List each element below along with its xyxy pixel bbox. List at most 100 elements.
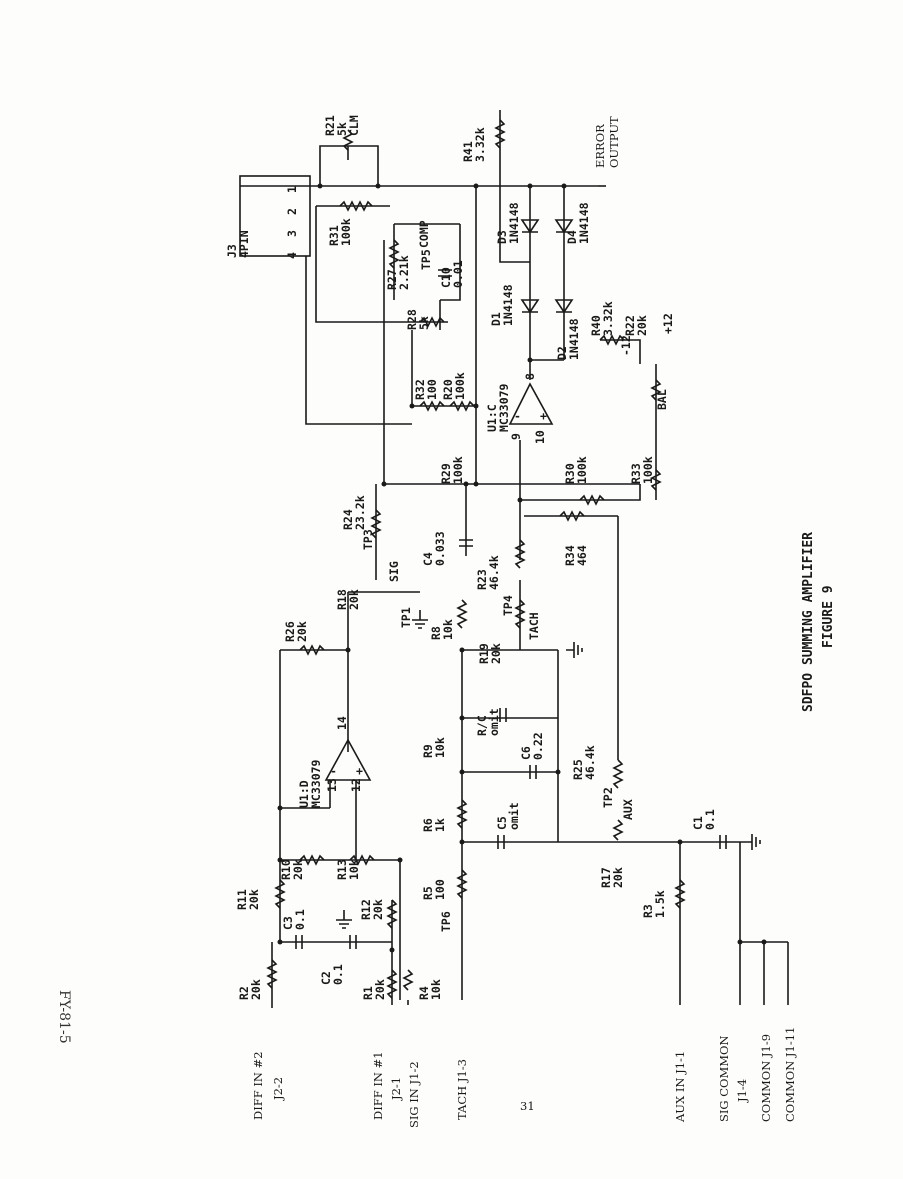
- input-diff2-pin: J2-2: [271, 1077, 285, 1101]
- resistor-value: 20k: [611, 867, 625, 888]
- svg-text:+: +: [356, 764, 363, 778]
- output-label-1: ERROR: [593, 124, 607, 168]
- opamp-u1c: - +: [508, 382, 554, 425]
- schematic-title: SDFPO SUMMING AMPLIFIER: [801, 532, 816, 712]
- test-point-name: BAL: [655, 389, 669, 410]
- test-point-name: COMP: [417, 220, 431, 248]
- test-point-label: TP6: [439, 911, 453, 932]
- resistor-labels: R120kR220kR31.5kR410kR5100R61kR810kR910k…: [235, 115, 667, 1000]
- resistor-value: 100k: [575, 456, 589, 484]
- capacitor-ref: C3: [281, 916, 295, 930]
- capacitor-labels: C10.1C20.1C30.1C40.033C5omitC60.22C100.0…: [281, 260, 717, 985]
- svg-text:-: -: [514, 409, 521, 423]
- opamp-u1d-pin-14: 14: [335, 716, 349, 730]
- resistor-value: 20k: [489, 643, 503, 664]
- pot-end-label: -12: [619, 335, 633, 356]
- resistor-ref: R11: [235, 889, 249, 910]
- resistor-ref: R26: [283, 621, 297, 642]
- capacitor-value: omit: [507, 802, 521, 830]
- test-point-label: TP3: [361, 529, 375, 550]
- opamp-u1c-part: MC33079: [497, 383, 511, 432]
- resistor-ref: R10: [279, 859, 293, 880]
- resistor-ref: R19: [477, 643, 491, 664]
- handwritten-ref: FY-81-5: [56, 990, 72, 1044]
- resistor-ref: R9: [421, 744, 435, 758]
- svg-text:+: +: [540, 409, 547, 423]
- resistor-ref: R31: [327, 225, 341, 246]
- resistor-ref: R12: [359, 899, 373, 920]
- resistor-value: 10k: [433, 737, 447, 758]
- resistor-value: 100k: [641, 456, 655, 484]
- resistor-value: 100: [433, 879, 447, 900]
- resistor-ref: R28: [405, 309, 419, 330]
- resistor-value: 100k: [451, 456, 465, 484]
- resistor-ref: R18: [335, 589, 349, 610]
- page-number: 31: [520, 1099, 535, 1113]
- resistor-ref: R13: [335, 859, 349, 880]
- connector-pin-1: 1: [285, 186, 299, 193]
- resistor-value: 100k: [453, 372, 467, 400]
- resistor-value: 100: [425, 379, 439, 400]
- input-aux-label: AUX IN J1-1: [673, 1051, 687, 1123]
- rotated-labels: DIFF IN #2 J2-2 DIFF IN #1 J2-1 SIG IN J…: [225, 116, 797, 1128]
- output-label-2: OUTPUT: [607, 116, 621, 168]
- capacitor-value: 0.1: [331, 964, 345, 985]
- resistor-ref: R24: [341, 509, 355, 530]
- resistor-value: 464: [575, 545, 589, 566]
- resistor-ref: R29: [439, 463, 453, 484]
- resistor-ref: R27: [385, 269, 399, 290]
- resistor-value: 3.32k: [473, 127, 487, 162]
- capacitor-ref: C6: [519, 746, 533, 760]
- resistor-value: 10k: [347, 859, 361, 880]
- resistor-ref: R4: [417, 986, 431, 1000]
- capacitor-value: 0.1: [703, 809, 717, 830]
- connector-pin-4: 4: [285, 252, 299, 259]
- diode-part: 1N4148: [577, 202, 591, 244]
- resistor-value: 20k: [371, 899, 385, 920]
- diode-ref: D1: [489, 312, 503, 326]
- diode-part: 1N4148: [567, 318, 581, 360]
- input-sig-common-label: SIG COMMON: [717, 1035, 731, 1122]
- resistor-value: 46.4k: [583, 745, 597, 780]
- opamp-u1d-pin-12: 12: [349, 778, 363, 792]
- test-point-name: TACH: [527, 612, 541, 640]
- resistor-value: 10k: [429, 979, 443, 1000]
- j3-connector-box: [239, 175, 311, 257]
- test-point-label: TP5: [419, 249, 433, 270]
- resistor-ref: R33: [629, 463, 643, 484]
- resistor-value: 3.32k: [601, 301, 615, 336]
- opamp-u1c-pin-9: 9: [509, 433, 523, 440]
- input-sig-label: SIG IN J1-2: [407, 1061, 421, 1128]
- capacitor-ref: C1: [691, 816, 705, 830]
- resistor-ref: R34: [563, 545, 577, 566]
- resistor-value: 20k: [347, 589, 361, 610]
- test-point-label: TP4: [501, 595, 515, 616]
- opamp-u1d: - +: [324, 738, 372, 781]
- resistor-ref: R23: [475, 569, 489, 590]
- wiring: [239, 110, 789, 1008]
- resistor-ref: R8: [429, 626, 443, 640]
- diode-ref: D4: [565, 230, 579, 244]
- diode-part: 1N4148: [501, 284, 515, 326]
- figure-number: FIGURE 9: [821, 585, 836, 648]
- diode-symbols: [520, 219, 574, 314]
- resistor-ref: R17: [599, 867, 613, 888]
- input-sig-common-pin: J1-4: [735, 1079, 749, 1103]
- input-common9-label: COMMON J1-9: [759, 1034, 773, 1122]
- resistor-ref: R40: [589, 315, 603, 336]
- resistor-value: 20k: [247, 889, 261, 910]
- capacitor-ref: C5: [495, 816, 509, 830]
- input-diff1-pin: J2-1: [389, 1077, 403, 1101]
- test-point-name: AUX: [621, 799, 635, 820]
- opamp-u1d-part: MC33079: [309, 759, 323, 808]
- resistor-value: 1.5k: [653, 890, 667, 918]
- resistor-ref: R22: [623, 315, 637, 336]
- capacitor-symbols: [295, 269, 727, 949]
- resistor-ref: R2: [237, 986, 251, 1000]
- svg-text:-: -: [330, 764, 337, 778]
- resistor-ref: R6: [421, 818, 435, 832]
- resistor-ref: R32: [413, 379, 427, 400]
- opamp-u1c-pin-8: 8: [523, 373, 537, 380]
